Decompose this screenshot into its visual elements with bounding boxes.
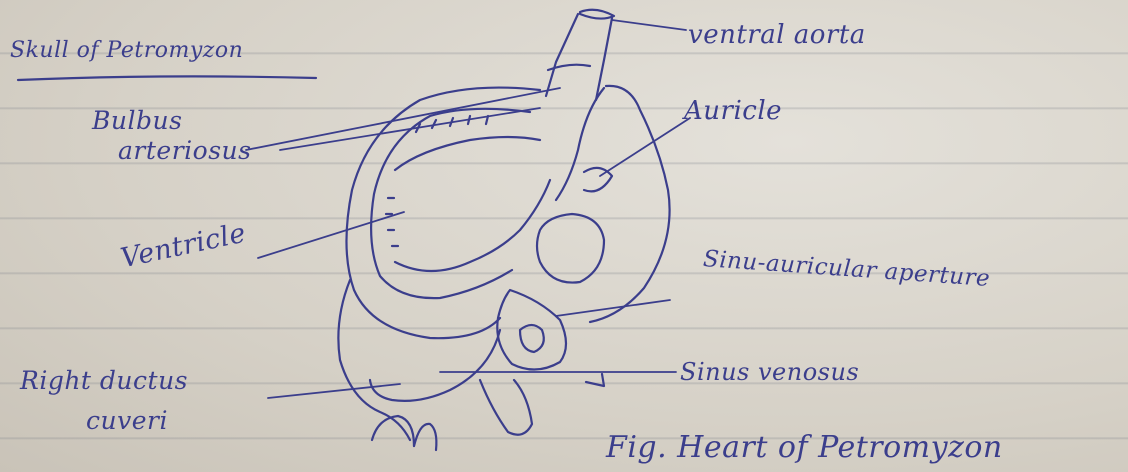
leader-lines [246, 20, 690, 398]
leader-auricle [600, 118, 690, 176]
leader-bulbus-1 [246, 88, 560, 150]
label-ventral-aorta: ventral aorta [688, 20, 866, 50]
leader-bulbus-2 [280, 108, 540, 150]
label-auricle: Auricle [684, 96, 782, 126]
label-sinus-venosus: Sinus venosus [680, 358, 859, 386]
auricle-shape [537, 86, 670, 322]
figure-caption: Fig. Heart of Petromyzon [606, 430, 1003, 465]
ventral-aorta-shape [546, 10, 614, 100]
page-title: Skull of Petromyzon [10, 38, 243, 63]
leader-ventral-aorta [612, 20, 686, 30]
label-bulbus-line1: Bulbus [92, 106, 182, 135]
ventricle-shape [346, 88, 550, 339]
ductus-cuvieri-shape [338, 280, 532, 450]
leader-ventricle [258, 212, 404, 258]
label-bulbus-line2: arteriosus [118, 136, 251, 165]
label-right-ductus-line2: cuveri [86, 406, 168, 435]
title-underline [18, 76, 316, 80]
label-right-ductus-line1: Right ductus [20, 366, 188, 395]
